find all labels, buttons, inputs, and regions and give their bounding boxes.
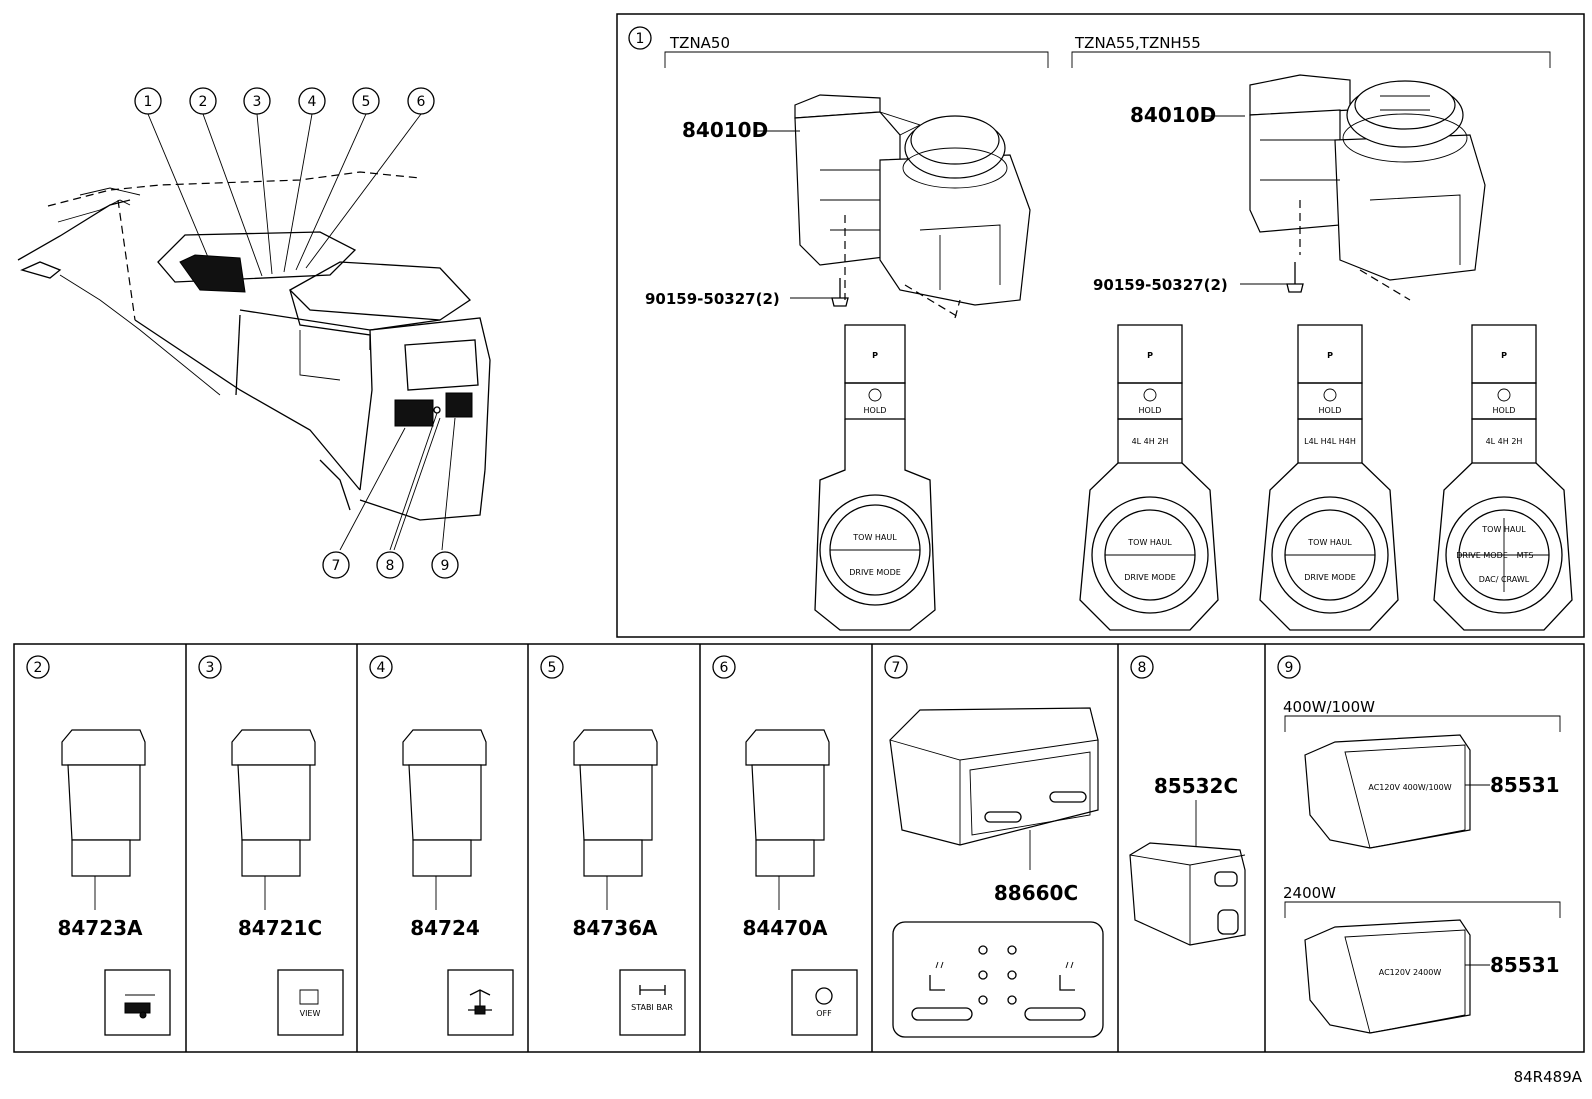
part-number-85531-b: 85531 bbox=[1490, 953, 1560, 977]
console-body bbox=[17, 171, 491, 521]
transfer-mode-labels: L4L H4L H4H bbox=[1304, 437, 1356, 446]
svg-text:8: 8 bbox=[1138, 660, 1147, 676]
part-number-85531-a: 85531 bbox=[1490, 773, 1560, 797]
differential-lock-icon bbox=[468, 989, 492, 1015]
svg-text:4: 4 bbox=[377, 660, 386, 676]
svg-text:6: 6 bbox=[720, 660, 729, 676]
drive-mode-label: DRIVE MODE bbox=[1456, 551, 1508, 560]
switch-assembly-b bbox=[1249, 74, 1486, 281]
switch-assembly-a bbox=[794, 94, 1031, 306]
drive-mode-label: DRIVE MODE bbox=[1124, 573, 1176, 582]
variant-label-tzna50: TZNA50 bbox=[669, 34, 730, 52]
section-7: 7 88660C bbox=[884, 655, 1104, 1038]
part-number-84736A: 84736A bbox=[572, 916, 658, 940]
svg-text:3: 3 bbox=[206, 660, 215, 676]
hold-icon bbox=[1497, 388, 1511, 402]
svg-text:7: 7 bbox=[332, 558, 341, 574]
part-number-84721C: 84721C bbox=[238, 916, 322, 940]
part-number-84724: 84724 bbox=[410, 916, 480, 940]
part-number-84010D-b: 84010D bbox=[1130, 103, 1216, 127]
section-1: 1 TZNA50 TZNA55,TZNH55 84010D 90159-5032… bbox=[616, 13, 1585, 638]
tow-haul-label: TOW HAUL bbox=[852, 533, 897, 542]
switch-panel-2: P HOLD 4L 4H 2H TOW HAUL DRIVE MODE bbox=[1079, 324, 1219, 631]
svg-text:9: 9 bbox=[1285, 660, 1294, 676]
trailer-icon bbox=[124, 994, 155, 1019]
svg-text:3: 3 bbox=[253, 94, 262, 110]
tow-haul-label: TOW HAUL bbox=[1127, 538, 1172, 547]
bolt-number-a: 90159-50327(2) bbox=[645, 290, 780, 308]
figure-id: 84R489A bbox=[1514, 1068, 1583, 1086]
camera-view-icon bbox=[299, 989, 319, 1005]
overview-callouts-top: 1 2 3 4 5 6 bbox=[134, 87, 435, 277]
svg-text:7: 7 bbox=[892, 660, 901, 676]
section-9: 9 400W/100W AC120V 400W/100W 85531 2400W… bbox=[1277, 655, 1561, 1034]
svg-text:2: 2 bbox=[199, 94, 208, 110]
switch-panel-3: P HOLD L4L H4L H4H TOW HAUL DRIVE MODE bbox=[1259, 324, 1399, 631]
svg-text:HOLD: HOLD bbox=[864, 406, 887, 415]
svg-text:6: 6 bbox=[417, 94, 426, 110]
switch-panel-4: P HOLD 4L 4H 2H TOW HAUL DRIVE MODE MTS … bbox=[1433, 324, 1573, 631]
tow-haul-label: TOW HAUL bbox=[1481, 525, 1526, 534]
section-3: 3 84721C VIEW bbox=[198, 655, 344, 1036]
svg-text:2: 2 bbox=[34, 660, 43, 676]
transfer-mode-labels: 4L 4H 2H bbox=[1486, 437, 1523, 446]
console-overview: 1 2 3 4 5 6 bbox=[17, 87, 491, 579]
svg-text:HOLD: HOLD bbox=[1493, 406, 1516, 415]
variant-label-tzna55: TZNA55,TZNH55 bbox=[1074, 34, 1201, 52]
svg-text:5: 5 bbox=[362, 94, 371, 110]
svg-text:5: 5 bbox=[548, 660, 557, 676]
parking-brake-icon: P bbox=[1327, 351, 1333, 360]
part-number-85532C: 85532C bbox=[1154, 774, 1238, 798]
rear-outlet-9 bbox=[445, 392, 473, 418]
hold-icon bbox=[1323, 388, 1337, 402]
part-number-84723A: 84723A bbox=[57, 916, 143, 940]
auto-off-icon bbox=[815, 987, 833, 1005]
stabi-bar-label: STABI BAR bbox=[631, 1003, 673, 1012]
parking-brake-icon: P bbox=[1501, 351, 1507, 360]
stabilizer-icon bbox=[639, 985, 666, 995]
off-label: OFF bbox=[816, 1009, 832, 1018]
bottom-row bbox=[13, 643, 1585, 1053]
dac-crawl-label: DAC/ CRAWL bbox=[1479, 575, 1530, 584]
section-4: 4 84724 bbox=[369, 655, 514, 1036]
bolt-icon-a bbox=[831, 278, 849, 307]
overview-callouts-bottom: 7 8 9 bbox=[322, 412, 459, 579]
outlet-label-2400w: AC120V 2400W bbox=[1379, 968, 1442, 977]
section-5: 5 84736A STABI BAR bbox=[540, 655, 686, 1036]
parking-brake-icon: P bbox=[872, 351, 878, 360]
outlet-label-400w: AC120V 400W/100W bbox=[1368, 783, 1451, 792]
section-2: 2 84723A bbox=[26, 655, 171, 1036]
svg-text:HOLD: HOLD bbox=[1319, 406, 1342, 415]
transfer-mode-labels: 4L 4H 2H bbox=[1132, 437, 1169, 446]
mts-label: MTS bbox=[1517, 551, 1534, 560]
view-label: VIEW bbox=[300, 1009, 321, 1018]
part-number-84470A: 84470A bbox=[742, 916, 828, 940]
seat-heat-icon bbox=[1059, 961, 1075, 991]
svg-text:8: 8 bbox=[386, 558, 395, 574]
hold-icon bbox=[868, 388, 882, 402]
hold-icon bbox=[1143, 388, 1157, 402]
switch-panel-1: P HOLD TOW HAUL DRIVE MODE bbox=[814, 324, 936, 631]
part-number-84010D-a: 84010D bbox=[682, 118, 768, 142]
tow-haul-label: TOW HAUL bbox=[1307, 538, 1352, 547]
parking-brake-icon: P bbox=[1147, 351, 1153, 360]
section-6: 6 84470A OFF bbox=[712, 655, 858, 1036]
svg-text:4: 4 bbox=[308, 94, 317, 110]
rear-outlet-7 bbox=[394, 399, 434, 427]
svg-text:9: 9 bbox=[441, 558, 450, 574]
variant-label-400w: 400W/100W bbox=[1283, 698, 1375, 716]
svg-text:HOLD: HOLD bbox=[1139, 406, 1162, 415]
part-number-88660C: 88660C bbox=[994, 881, 1078, 905]
variant-label-2400w: 2400W bbox=[1283, 884, 1336, 902]
bolt-number-b: 90159-50327(2) bbox=[1093, 276, 1228, 294]
drive-mode-label: DRIVE MODE bbox=[849, 568, 901, 577]
section-8: 8 85532C bbox=[1129, 655, 1246, 946]
drive-mode-label: DRIVE MODE bbox=[1304, 573, 1356, 582]
seat-heat-icon bbox=[929, 961, 945, 991]
svg-text:1: 1 bbox=[144, 94, 153, 110]
bolt-icon-b bbox=[1286, 262, 1304, 293]
svg-text:1: 1 bbox=[636, 31, 645, 47]
